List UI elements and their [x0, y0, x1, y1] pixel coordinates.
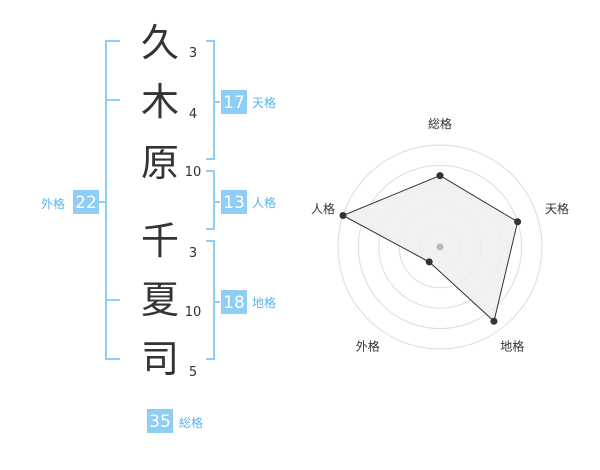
kanji-surname-1: 久 [141, 21, 179, 65]
stroke-count-given-1: 3 [189, 246, 197, 261]
tenkaku-bracket [206, 40, 220, 160]
chikaku-badge [221, 290, 247, 314]
chikaku-label: 地格 [252, 295, 276, 310]
chikaku-bracket [206, 240, 220, 360]
radar-center-dot [436, 243, 444, 251]
tenkaku-badge [221, 90, 247, 114]
jinkaku-bracket [206, 170, 220, 230]
radar-ring [337, 144, 543, 350]
kanji-surname-2: 木 [141, 80, 179, 124]
radar-point-1 [436, 172, 444, 180]
stroke-count-given-3: 5 [189, 365, 197, 380]
jinkaku-label: 人格 [252, 195, 276, 210]
kanji-given-1: 千 [141, 219, 179, 263]
soukaku-value: 35 [149, 412, 171, 432]
gaikaku-badge [73, 190, 99, 214]
radar-ring [357, 164, 523, 330]
radar-axis-label-3: 地格 [500, 339, 524, 354]
kanji-given-3: 司 [141, 337, 179, 381]
stroke-count-surname-2: 4 [189, 107, 197, 122]
stroke-count-surname-3: 10 [185, 165, 202, 180]
radar-axis-label-2: 天格 [545, 201, 569, 216]
kanji-given-2: 夏 [141, 278, 179, 322]
tenkaku-value: 17 [223, 93, 245, 113]
radar-point-4 [425, 258, 433, 266]
radar-point-5 [339, 211, 347, 219]
gaikaku-bracket [98, 40, 120, 360]
jinkaku-badge [221, 190, 247, 214]
soukaku-label: 総格 [179, 415, 203, 430]
radar-axis-label-1: 総格 [428, 116, 452, 131]
soukaku-badge [147, 409, 173, 433]
stroke-count-given-2: 10 [185, 305, 202, 320]
tenkaku-label: 天格 [252, 95, 276, 110]
radar-point-3 [490, 317, 498, 325]
chikaku-value: 18 [223, 293, 245, 313]
radar-axis-label-5: 人格 [311, 201, 335, 216]
gaikaku-label: 外格 [41, 196, 65, 211]
kanji-surname-3: 原 [141, 141, 179, 185]
gaikaku-value: 22 [75, 193, 97, 213]
radar-axis-label-4: 外格 [356, 339, 380, 354]
stroke-count-surname-1: 3 [189, 46, 197, 61]
jinkaku-value: 13 [223, 193, 245, 213]
radar-point-2 [514, 218, 522, 226]
radar-data-polygon [341, 175, 519, 323]
